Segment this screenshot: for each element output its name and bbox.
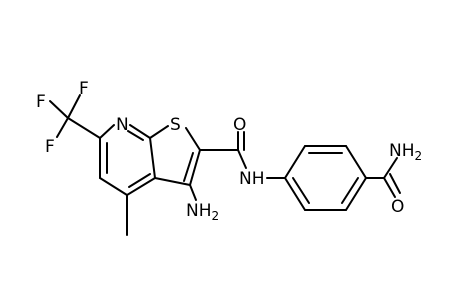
bond-c7a-s (149, 125, 169, 139)
atom-f-left: F (36, 92, 46, 112)
bond-c2-c3 (189, 149, 201, 186)
bond-ccarb-nh2 (383, 157, 398, 179)
bond-ring-4-inner (341, 177, 359, 204)
bond-cf3-c6 (67, 117, 101, 139)
atom-nh2-amino-sub: 2 (212, 209, 220, 223)
atom-f-top: F (79, 79, 89, 99)
bond-c5-c4 (99, 177, 128, 196)
bonds (49, 94, 401, 236)
bond-ring-6 (284, 177, 306, 211)
atom-s-thiophene: S (170, 115, 181, 135)
atom-nh2-carbamoyl-sub: 2 (415, 149, 423, 163)
bond-c4-c3a (126, 177, 156, 196)
bond-s-c2 (185, 127, 201, 151)
bond-n-c7a (129, 124, 151, 139)
bond-c3a-c7a (149, 137, 156, 179)
atom-nh2-amino: NH2 (186, 201, 219, 223)
bond-camide-n (237, 149, 247, 169)
bond-c-f-left (49, 100, 69, 119)
bond-ccarb-o (383, 177, 396, 198)
atom-o-amide: O (233, 115, 246, 135)
atom-nh2-carbamoyl: NH2 (389, 141, 422, 163)
bond-ring-6-inner (292, 177, 310, 204)
bond-c4-c3a-inner (128, 173, 151, 188)
bond-ring-1 (284, 145, 306, 179)
atom-nh-amide: NH (239, 169, 265, 189)
bond-c3-c3a (154, 177, 191, 186)
bond-ring-4 (345, 177, 367, 211)
bond-c7a-n-inner (127, 130, 144, 141)
atom-f-mid: F (45, 137, 55, 157)
bond-c-f-top (67, 94, 81, 119)
atom-o-carbamoyl: O (391, 197, 404, 217)
bond-c-f-mid (56, 117, 69, 138)
bond-c3-nh2 (189, 184, 197, 201)
atom-nh2-carbamoyl-main: NH (389, 141, 415, 161)
atom-labels: F F F N S O NH NH2 NH2 O (36, 79, 422, 223)
atom-n-pyridine: N (116, 115, 129, 135)
atom-nh2-amino-main: NH (186, 201, 212, 221)
bond-ring-3 (345, 145, 367, 179)
bond-ccarb-o-double (389, 173, 401, 194)
bond-c2-c3-inner (183, 152, 194, 182)
bond-c6-n (99, 124, 115, 139)
